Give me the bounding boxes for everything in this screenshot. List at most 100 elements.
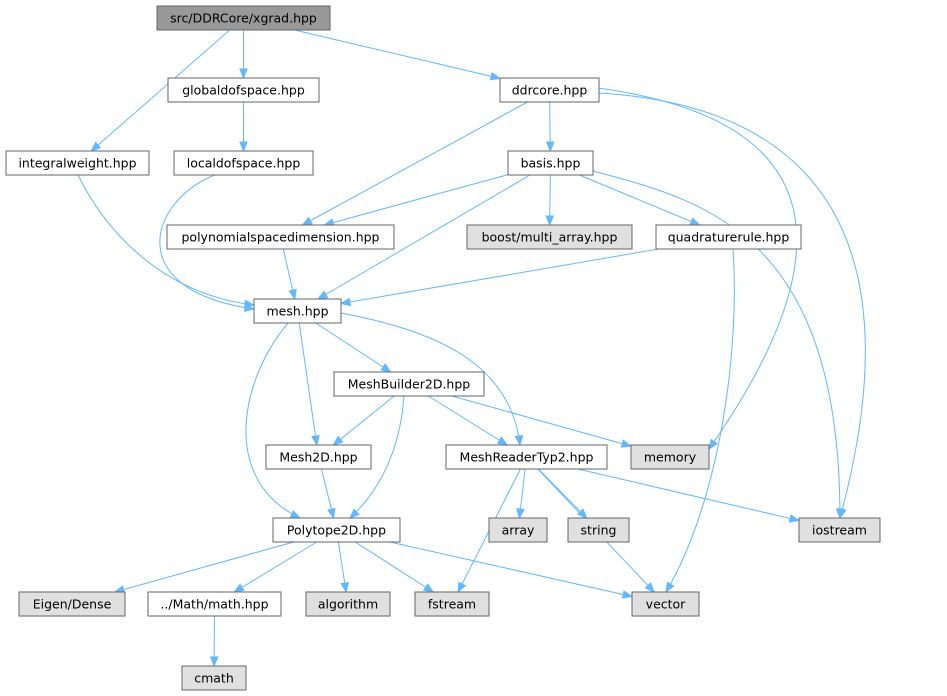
node-math-label: ../Math/math.hpp bbox=[160, 597, 268, 612]
node-basis-box bbox=[507, 150, 594, 176]
node-multiarray-label: boost/multi_array.hpp bbox=[482, 230, 618, 245]
edge-meshbuilder-to-mesh2d bbox=[333, 395, 395, 446]
edge-mesh-to-mesh2d bbox=[298, 322, 318, 446]
node-quadrule[interactable]: quadraturerule.hpp bbox=[655, 224, 802, 250]
node-polyspacedim-box bbox=[166, 224, 395, 250]
node-algorithm: algorithm bbox=[305, 591, 391, 617]
edge-meshreader-to-iostream-arrowhead bbox=[788, 514, 801, 523]
node-polytope[interactable]: Polytope2D.hpp bbox=[272, 517, 401, 543]
edge-quadrule-to-vector bbox=[665, 248, 735, 593]
edge-polyspacedim-to-mesh-arrowhead bbox=[288, 288, 297, 301]
node-mesh-box bbox=[253, 298, 342, 324]
node-meshbuilder-label: MeshBuilder2D.hpp bbox=[348, 377, 471, 392]
edge-basis-to-iostream bbox=[592, 170, 841, 519]
node-integralweight-box bbox=[5, 150, 150, 176]
node-mesh2d[interactable]: Mesh2D.hpp bbox=[265, 444, 372, 470]
node-ddrcore-label: ddrcore.hpp bbox=[512, 83, 588, 98]
edge-meshbuilder-to-memory-arrowhead bbox=[620, 439, 633, 448]
edge-polytope-to-math-arrowhead bbox=[233, 583, 245, 593]
edge-quadrule-to-vector-arrowhead bbox=[665, 581, 675, 594]
node-polyspacedim[interactable]: polynomialspacedimension.hpp bbox=[166, 224, 395, 250]
node-mesh-label: mesh.hpp bbox=[266, 304, 328, 319]
edge-meshreader-to-string bbox=[537, 468, 588, 519]
edge-ddrcore-to-polyspacedim bbox=[302, 101, 528, 226]
edge-basis-to-iostream-arrowhead bbox=[835, 508, 845, 520]
node-string-box bbox=[567, 517, 630, 543]
edge-ddrcore-to-memory-arrowhead bbox=[708, 438, 718, 451]
node-ddrcore[interactable]: ddrcore.hpp bbox=[499, 77, 600, 103]
node-basis-label: basis.hpp bbox=[521, 156, 581, 171]
edge-polytope-to-vector bbox=[389, 541, 633, 597]
node-meshbuilder[interactable]: MeshBuilder2D.hpp bbox=[333, 371, 485, 397]
edge-polytope-to-vector-arrowhead bbox=[621, 590, 634, 599]
node-fstream-label: fstream bbox=[428, 597, 476, 612]
node-memory: memory bbox=[630, 444, 710, 470]
node-xgrad-box bbox=[156, 5, 331, 31]
node-meshreader[interactable]: MeshReaderTyp2.hpp bbox=[445, 444, 608, 470]
node-eigen-box bbox=[18, 591, 126, 617]
edge-meshreader-to-vector-arrowhead bbox=[644, 582, 656, 593]
edge-basis-to-mesh-arrowhead bbox=[316, 290, 329, 300]
edge-mesh-to-meshbuilder-arrowhead bbox=[380, 363, 392, 373]
node-localdofspace-label: localdofspace.hpp bbox=[187, 156, 301, 171]
edge-xgrad-to-globaldofspace-arrowhead bbox=[239, 68, 248, 80]
node-string-label: string bbox=[581, 523, 617, 538]
node-quadrule-box bbox=[655, 224, 802, 250]
node-cmath: cmath bbox=[181, 665, 247, 691]
node-meshbuilder-box bbox=[333, 371, 485, 397]
node-array: array bbox=[488, 517, 548, 543]
node-basis[interactable]: basis.hpp bbox=[507, 150, 594, 176]
node-algorithm-box bbox=[305, 591, 391, 617]
edge-mesh-to-meshreader bbox=[340, 312, 521, 446]
node-mesh2d-label: Mesh2D.hpp bbox=[279, 450, 357, 465]
edge-ddrcore-to-iostream bbox=[597, 92, 866, 519]
node-array-label: array bbox=[502, 523, 535, 538]
edge-basis-to-polyspacedim bbox=[324, 174, 509, 226]
node-memory-box bbox=[630, 444, 710, 470]
edge-mesh-to-polytope-arrowhead bbox=[289, 510, 302, 519]
node-array-box bbox=[488, 517, 548, 543]
node-ddrcore-box bbox=[499, 77, 600, 103]
node-eigen-label: Eigen/Dense bbox=[33, 597, 112, 612]
node-polytope-label: Polytope2D.hpp bbox=[287, 523, 386, 538]
node-mesh[interactable]: mesh.hpp bbox=[253, 298, 342, 324]
edge-globaldofspace-to-localdofspace-arrowhead bbox=[239, 141, 248, 153]
node-string: string bbox=[567, 517, 630, 543]
edges-layer bbox=[77, 29, 866, 668]
edge-meshreader-to-iostream bbox=[577, 468, 800, 522]
edge-basis-to-multiarray-arrowhead bbox=[545, 215, 555, 227]
node-mesh2d-box bbox=[265, 444, 372, 470]
edge-mesh-to-meshreader-arrowhead bbox=[514, 435, 524, 447]
edge-meshbuilder-to-polytope-arrowhead bbox=[349, 508, 360, 519]
edge-polytope-to-fstream bbox=[354, 541, 434, 593]
edge-ddrcore-to-polyspacedim-arrowhead bbox=[301, 216, 313, 226]
node-globaldofspace-label: globaldofspace.hpp bbox=[182, 83, 305, 98]
edge-meshreader-to-fstream-arrowhead bbox=[457, 581, 467, 594]
node-iostream-box bbox=[798, 517, 881, 543]
edge-polytope-to-fstream-arrowhead bbox=[422, 583, 435, 593]
node-xgrad-label: src/DDRCore/xgrad.hpp bbox=[170, 11, 317, 26]
edge-xgrad-to-ddrcore-arrowhead bbox=[489, 71, 502, 81]
edge-quadrule-to-mesh bbox=[340, 248, 659, 305]
edge-xgrad-to-integralweight-arrowhead bbox=[90, 141, 102, 152]
node-localdofspace-box bbox=[173, 150, 314, 176]
node-vector: vector bbox=[631, 591, 700, 617]
node-polyspacedim-label: polynomialspacedimension.hpp bbox=[182, 230, 380, 245]
edge-mesh2d-to-polytope-arrowhead bbox=[327, 507, 336, 520]
node-math-box bbox=[147, 591, 282, 617]
node-polytope-box bbox=[272, 517, 401, 543]
edge-polytope-to-algorithm-arrowhead bbox=[340, 581, 349, 594]
edge-polytope-to-eigen bbox=[114, 541, 294, 593]
node-localdofspace[interactable]: localdofspace.hpp bbox=[173, 150, 314, 176]
node-multiarray-box bbox=[466, 224, 633, 250]
node-math[interactable]: ../Math/math.hpp bbox=[147, 591, 282, 617]
node-globaldofspace[interactable]: globaldofspace.hpp bbox=[167, 77, 320, 103]
node-integralweight[interactable]: integralweight.hpp bbox=[5, 150, 150, 176]
node-eigen: Eigen/Dense bbox=[18, 591, 126, 617]
node-xgrad[interactable]: src/DDRCore/xgrad.hpp bbox=[156, 5, 331, 31]
edge-mesh-to-mesh2d-arrowhead bbox=[311, 434, 320, 447]
node-vector-label: vector bbox=[646, 597, 687, 612]
edge-basis-to-quadrule bbox=[579, 174, 700, 226]
